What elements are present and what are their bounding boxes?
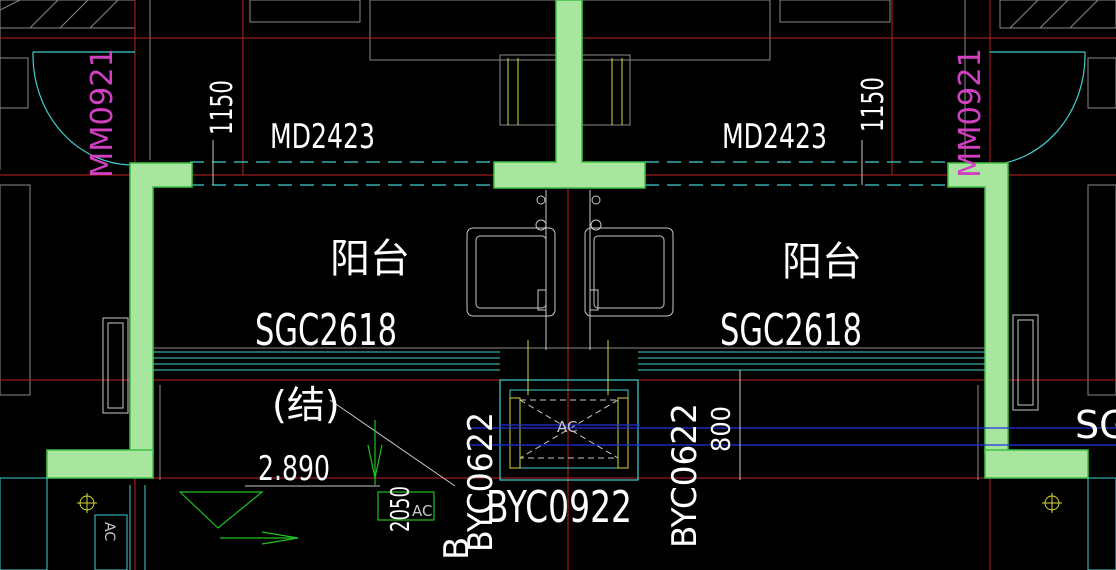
dim-1150-right: 1150 — [856, 77, 891, 132]
green-walls — [46, 0, 1089, 479]
horizontal-window-label: BYC0922 — [486, 482, 632, 533]
ac-label-bottom-left: AC — [101, 522, 117, 541]
ac-unit — [499, 340, 639, 481]
elevation-marker — [178, 420, 435, 545]
elevation-label: 2.890 — [258, 449, 330, 489]
center-fixtures — [466, 190, 674, 350]
side-door-label-right: MM0921 — [953, 48, 988, 178]
window-label-right: SGC2618 — [720, 305, 862, 356]
blue-lines — [470, 424, 1116, 446]
vertical-window-label-2: BYC0622 — [665, 403, 705, 548]
window-label-left: SGC2618 — [255, 305, 397, 356]
partial-b-label: B — [437, 537, 477, 560]
dim-1150-left: 1150 — [205, 80, 240, 135]
ac-label-small: AC — [412, 502, 432, 520]
dimension-lines — [212, 140, 863, 487]
side-door-label-left: MM0921 — [85, 48, 120, 178]
vertical-window-label-1: BYC0622 — [461, 412, 501, 552]
left-wall-foot — [46, 449, 154, 479]
labels: MD2423 MD2423 MM0921 MM0921 1150 1150 阳台… — [85, 48, 1116, 560]
dim-2050: 2050 — [386, 486, 416, 532]
top-right-wall-block — [999, 0, 1116, 396]
bottom-corner-boxes — [0, 477, 1116, 570]
grid-bubbles — [77, 493, 1062, 513]
balcony-ledge — [153, 347, 985, 480]
door-label-right: MD2423 — [722, 117, 827, 157]
room-label-right: 阳台 — [782, 239, 862, 285]
center-column-wall — [493, 0, 646, 189]
door-label-left: MD2423 — [270, 117, 375, 157]
room-label-left: 阳台 — [330, 236, 410, 282]
right-wall-foot — [984, 449, 1089, 479]
struct-label: (结) — [272, 383, 340, 427]
door-dashed-lines — [190, 161, 950, 186]
partial-sg-label: SG — [1075, 403, 1116, 447]
dim-800: 800 — [707, 406, 737, 452]
door-swing-arcs — [32, 51, 1086, 166]
balcony-window-strips — [153, 351, 985, 371]
ac-label-center: AC — [557, 418, 577, 436]
upper-yellow-jambs — [507, 58, 623, 125]
side-window-frames — [102, 314, 1039, 414]
